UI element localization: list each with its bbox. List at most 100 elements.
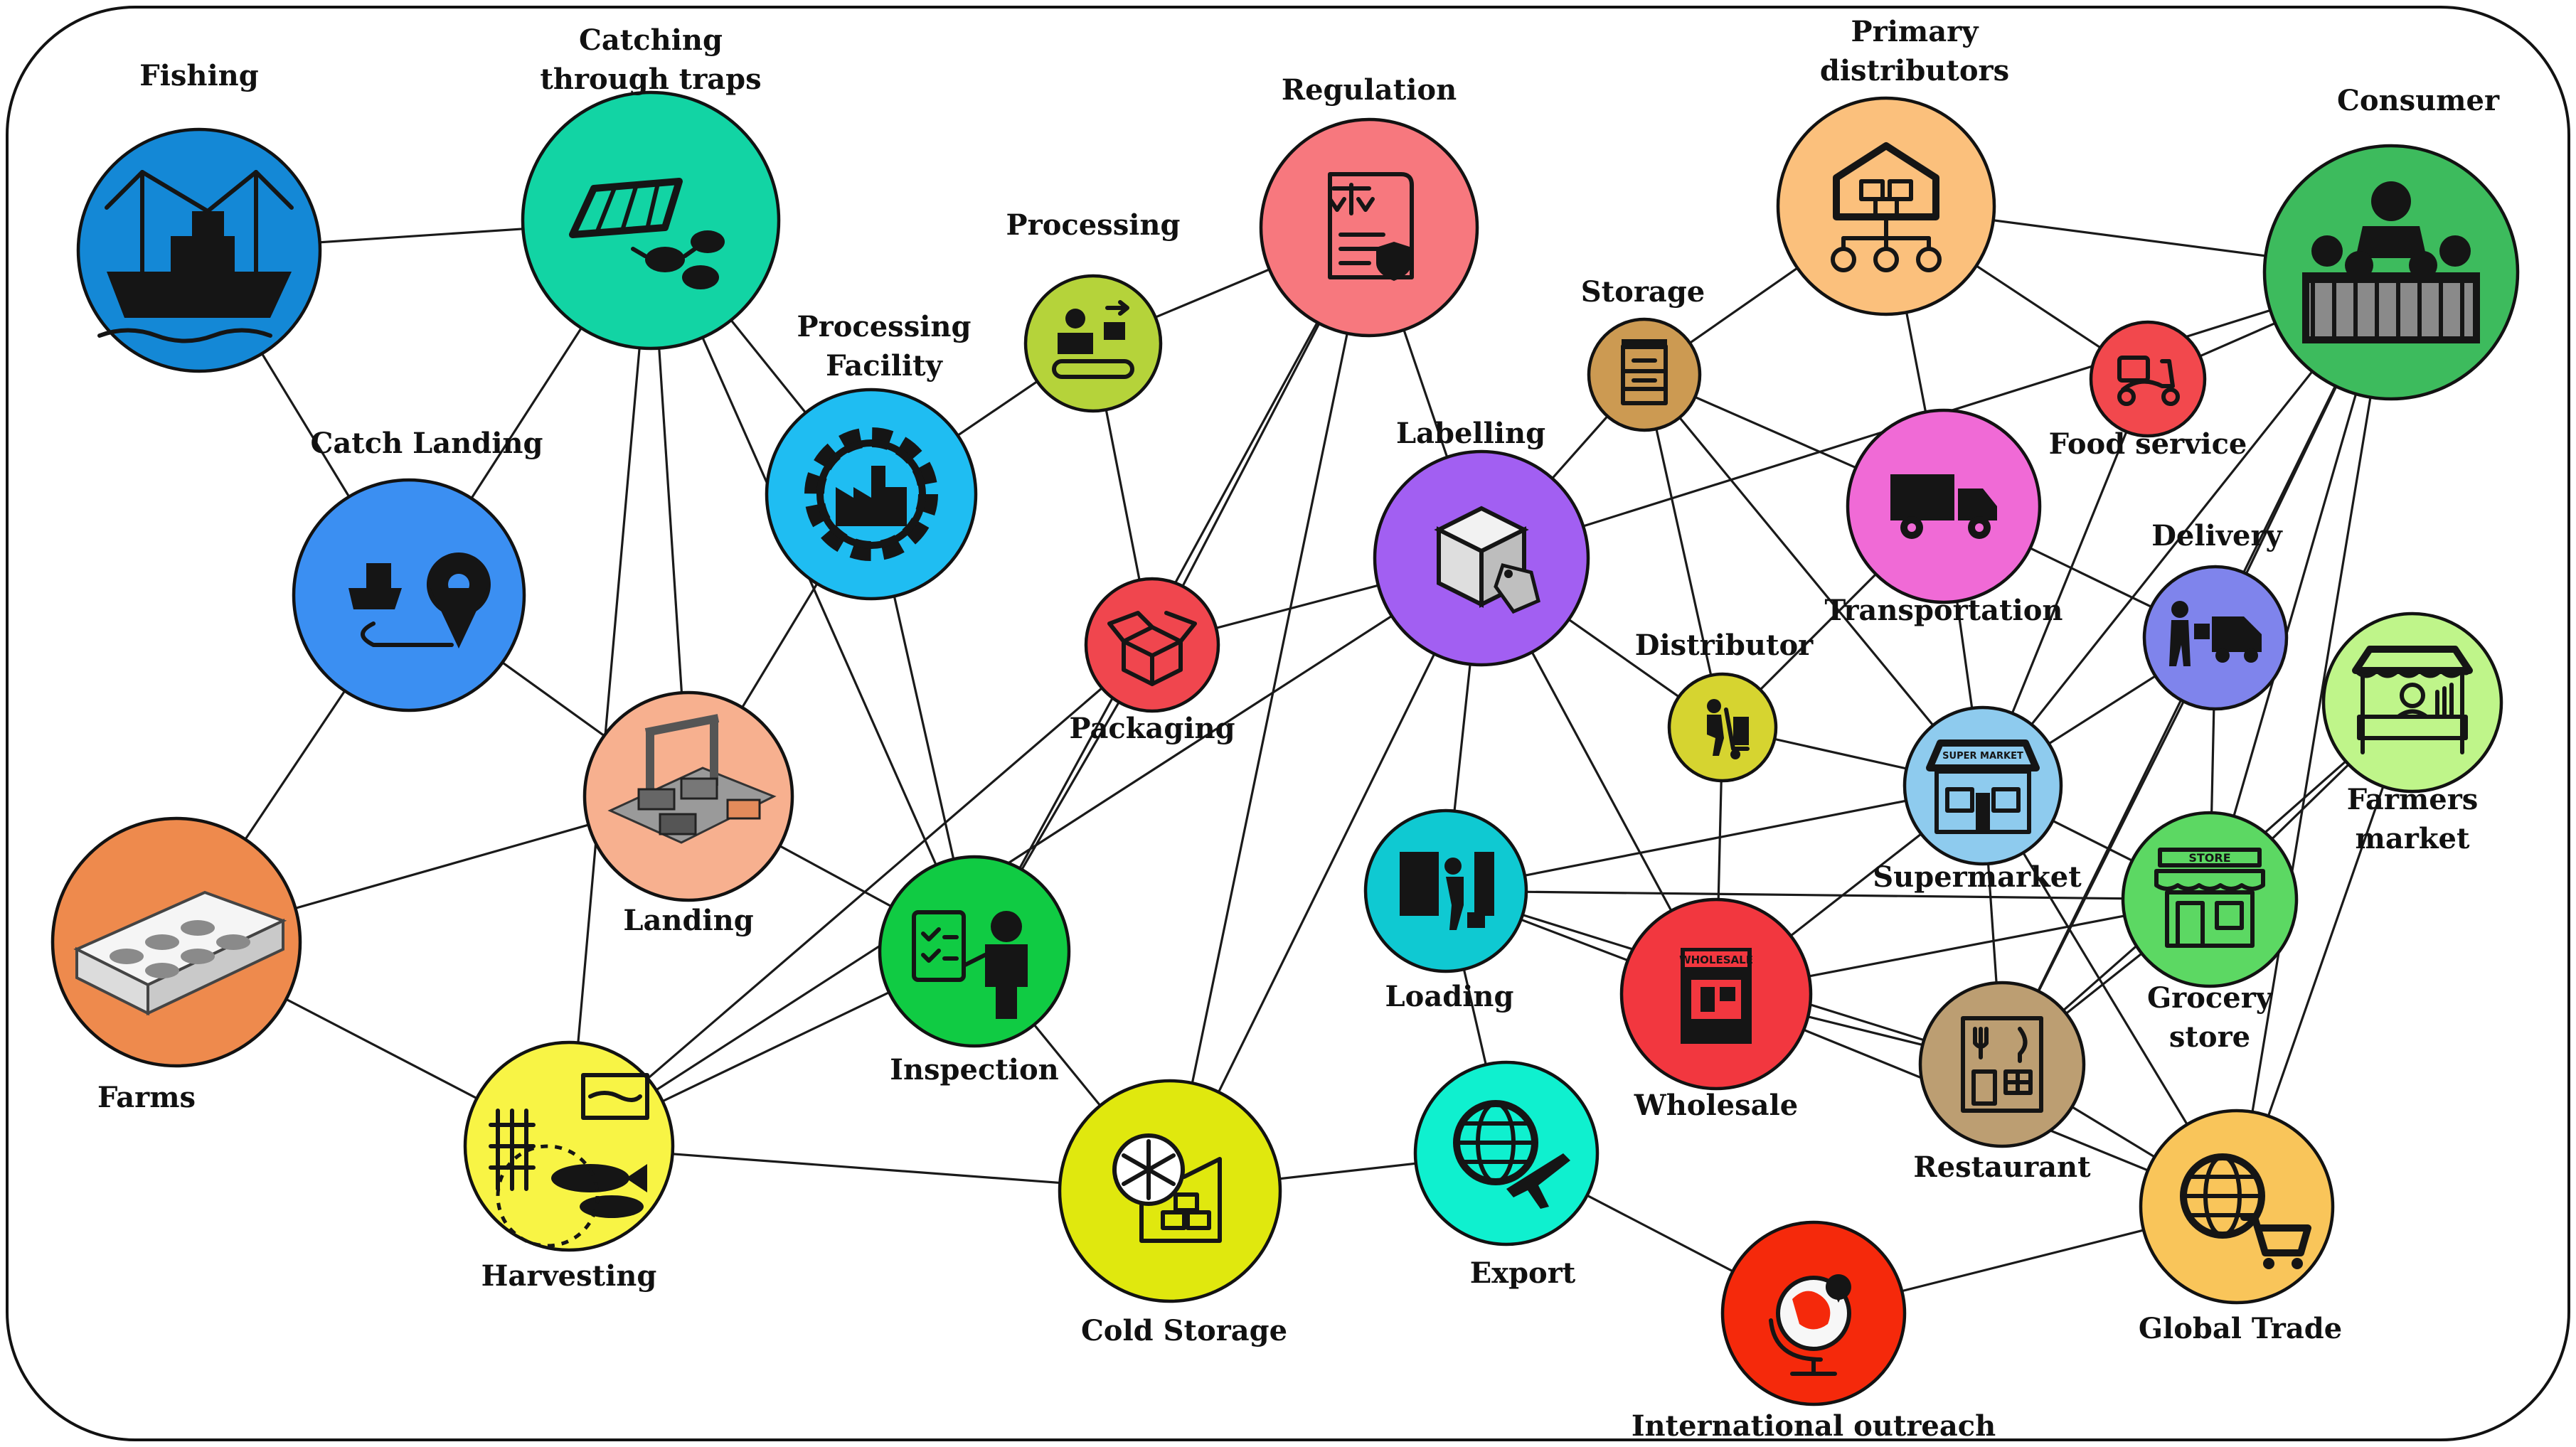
node-harvesting[interactable]: Harvesting	[463, 1040, 675, 1293]
edge-harvesting-to-packaging	[568, 644, 1154, 1148]
warehouse-network-icon	[1831, 142, 1942, 272]
farmers-market-circle	[2321, 612, 2503, 794]
farmers-market-label-line1: Farmers	[2347, 783, 2479, 816]
inspection-circle	[878, 855, 1071, 1048]
globe-airplane-icon	[1453, 1100, 1570, 1209]
transportation-label: Transportation	[1825, 594, 2063, 627]
edge-catching-to-harvesting	[568, 220, 652, 1147]
node-grocery-store[interactable]: STORE Grocery store	[2121, 811, 2299, 1054]
primary-distributors-label-line2: distributors	[1820, 54, 2009, 87]
truck-icon	[1890, 474, 1997, 539]
node-export[interactable]: Export	[1413, 1060, 1600, 1290]
catching-label-line2: through traps	[540, 63, 761, 96]
consumer-label: Consumer	[2337, 84, 2500, 117]
node-consumer[interactable]: Consumer	[2262, 84, 2520, 401]
restaurant-fork-knife-icon	[1961, 1016, 2043, 1113]
port-crane-icon	[607, 714, 777, 844]
catch-landing-label: Catch Landing	[311, 427, 543, 460]
restaurant-label: Restaurant	[1913, 1150, 2091, 1184]
edge-loading-to-grocery-store	[1445, 890, 2210, 901]
node-transportation[interactable]: Transportation	[1825, 408, 2063, 627]
edge-labelling-to-cold-storage	[1169, 557, 1483, 1192]
inspector-checklist-icon	[912, 910, 1028, 1019]
node-regulation[interactable]: Regulation	[1259, 73, 1479, 338]
cold-storage-label: Cold Storage	[1081, 1314, 1287, 1347]
node-catching[interactable]: Catching through traps	[521, 23, 781, 351]
packaging-label: Packaging	[1069, 712, 1235, 745]
food-service-label: Food service	[2049, 427, 2247, 461]
node-landing[interactable]: Landing	[582, 690, 794, 937]
grocery-store-circle	[2121, 811, 2299, 988]
node-distributor[interactable]: Distributor	[1635, 629, 1814, 783]
node-catch-landing[interactable]: Catch Landing	[292, 427, 543, 712]
node-fishing[interactable]: Fishing	[76, 59, 322, 373]
node-inspection[interactable]: Inspection	[878, 855, 1071, 1086]
regulation-label: Regulation	[1282, 73, 1457, 107]
crab-trap-icon	[569, 178, 725, 289]
catching-label-line1: Catching	[579, 23, 723, 57]
supermarket-building-icon: SUPER MARKET	[1926, 739, 2040, 834]
node-supermarket[interactable]: SUPER MARKET Supermarket	[1873, 705, 2082, 894]
node-restaurant[interactable]: Restaurant	[1913, 981, 2091, 1184]
node-delivery[interactable]: Delivery	[2142, 519, 2289, 711]
boat-location-pin-icon	[348, 552, 491, 648]
open-box-icon	[1107, 611, 1197, 686]
node-wholesale[interactable]: WHOLESALE Wholesale	[1619, 897, 1813, 1122]
international-label: International outreach	[1632, 1409, 1996, 1443]
storage-cabinet-icon	[1621, 339, 1668, 405]
node-farmers-market[interactable]: Farmers market	[2321, 612, 2503, 855]
processing-facility-label-line1: Processing	[797, 310, 972, 343]
node-packaging[interactable]: Packaging	[1069, 577, 1235, 745]
hand-truck-worker-icon	[1707, 699, 1750, 759]
wholesale-store-icon: WHOLESALE	[1679, 948, 1753, 1044]
processing-facility-label-line2: Facility	[826, 349, 944, 383]
farms-label: Farms	[97, 1081, 196, 1114]
fish-net-icon	[489, 1073, 649, 1248]
fishing-boat-icon	[97, 170, 294, 343]
node-primary-distributors[interactable]: Primary distributors	[1776, 15, 2009, 316]
export-label: Export	[1470, 1256, 1576, 1290]
store-front-icon: STORE	[2154, 848, 2265, 948]
node-cold-storage[interactable]: Cold Storage	[1058, 1079, 1287, 1347]
storage-circle	[1587, 317, 1702, 432]
fish-farm-building-icon	[73, 890, 287, 1016]
restaurant-circle	[1918, 981, 2086, 1148]
supermarket-label: Supermarket	[1873, 860, 2082, 894]
node-food-service[interactable]: Food service	[2049, 320, 2247, 461]
node-farms[interactable]: Farms	[50, 816, 302, 1114]
market-stall-icon	[2352, 646, 2473, 754]
supermarket-sign-text: SUPER MARKET	[1942, 751, 2023, 762]
globe-pin-icon	[1769, 1274, 1851, 1376]
labelling-label: Labelling	[1396, 417, 1545, 450]
edge-harvesting-to-labelling	[568, 557, 1482, 1148]
inspection-label: Inspection	[890, 1053, 1059, 1086]
storage-label: Storage	[1581, 275, 1705, 309]
global-trade-label: Global Trade	[2139, 1312, 2342, 1345]
export-circle	[1413, 1060, 1600, 1246]
primary-distributors-circle	[1776, 96, 1996, 316]
fishing-label: Fishing	[139, 59, 258, 92]
node-loading[interactable]: Loading	[1363, 808, 1528, 1013]
node-processing[interactable]: Processing	[1006, 208, 1181, 413]
node-processing-facility[interactable]: Processing Facility	[765, 310, 978, 601]
loading-circle	[1363, 808, 1528, 973]
node-labelling[interactable]: Labelling	[1373, 417, 1590, 667]
node-storage[interactable]: Storage	[1581, 275, 1705, 432]
landing-label: Landing	[623, 904, 753, 937]
node-international[interactable]: International outreach	[1632, 1220, 1996, 1443]
primary-distributors-label-line1: Primary	[1851, 15, 1980, 48]
processing-label: Processing	[1006, 208, 1181, 242]
regulation-circle	[1259, 117, 1479, 338]
edge-storage-to-distributor	[1643, 374, 1724, 728]
loading-label: Loading	[1385, 980, 1514, 1013]
scales-document-icon	[1328, 172, 1414, 281]
factory-gear-icon	[804, 427, 938, 561]
delivery-man-van-icon	[2169, 601, 2262, 666]
node-global-trade[interactable]: Global Trade	[2139, 1109, 2342, 1345]
nodes: Fishing Catching through traps	[50, 15, 2520, 1443]
wholesale-label: Wholesale	[1634, 1089, 1798, 1122]
distributor-label: Distributor	[1635, 629, 1814, 662]
farmers-market-label-line2: market	[2356, 822, 2470, 855]
grocery-store-label-line2: store	[2169, 1020, 2250, 1054]
